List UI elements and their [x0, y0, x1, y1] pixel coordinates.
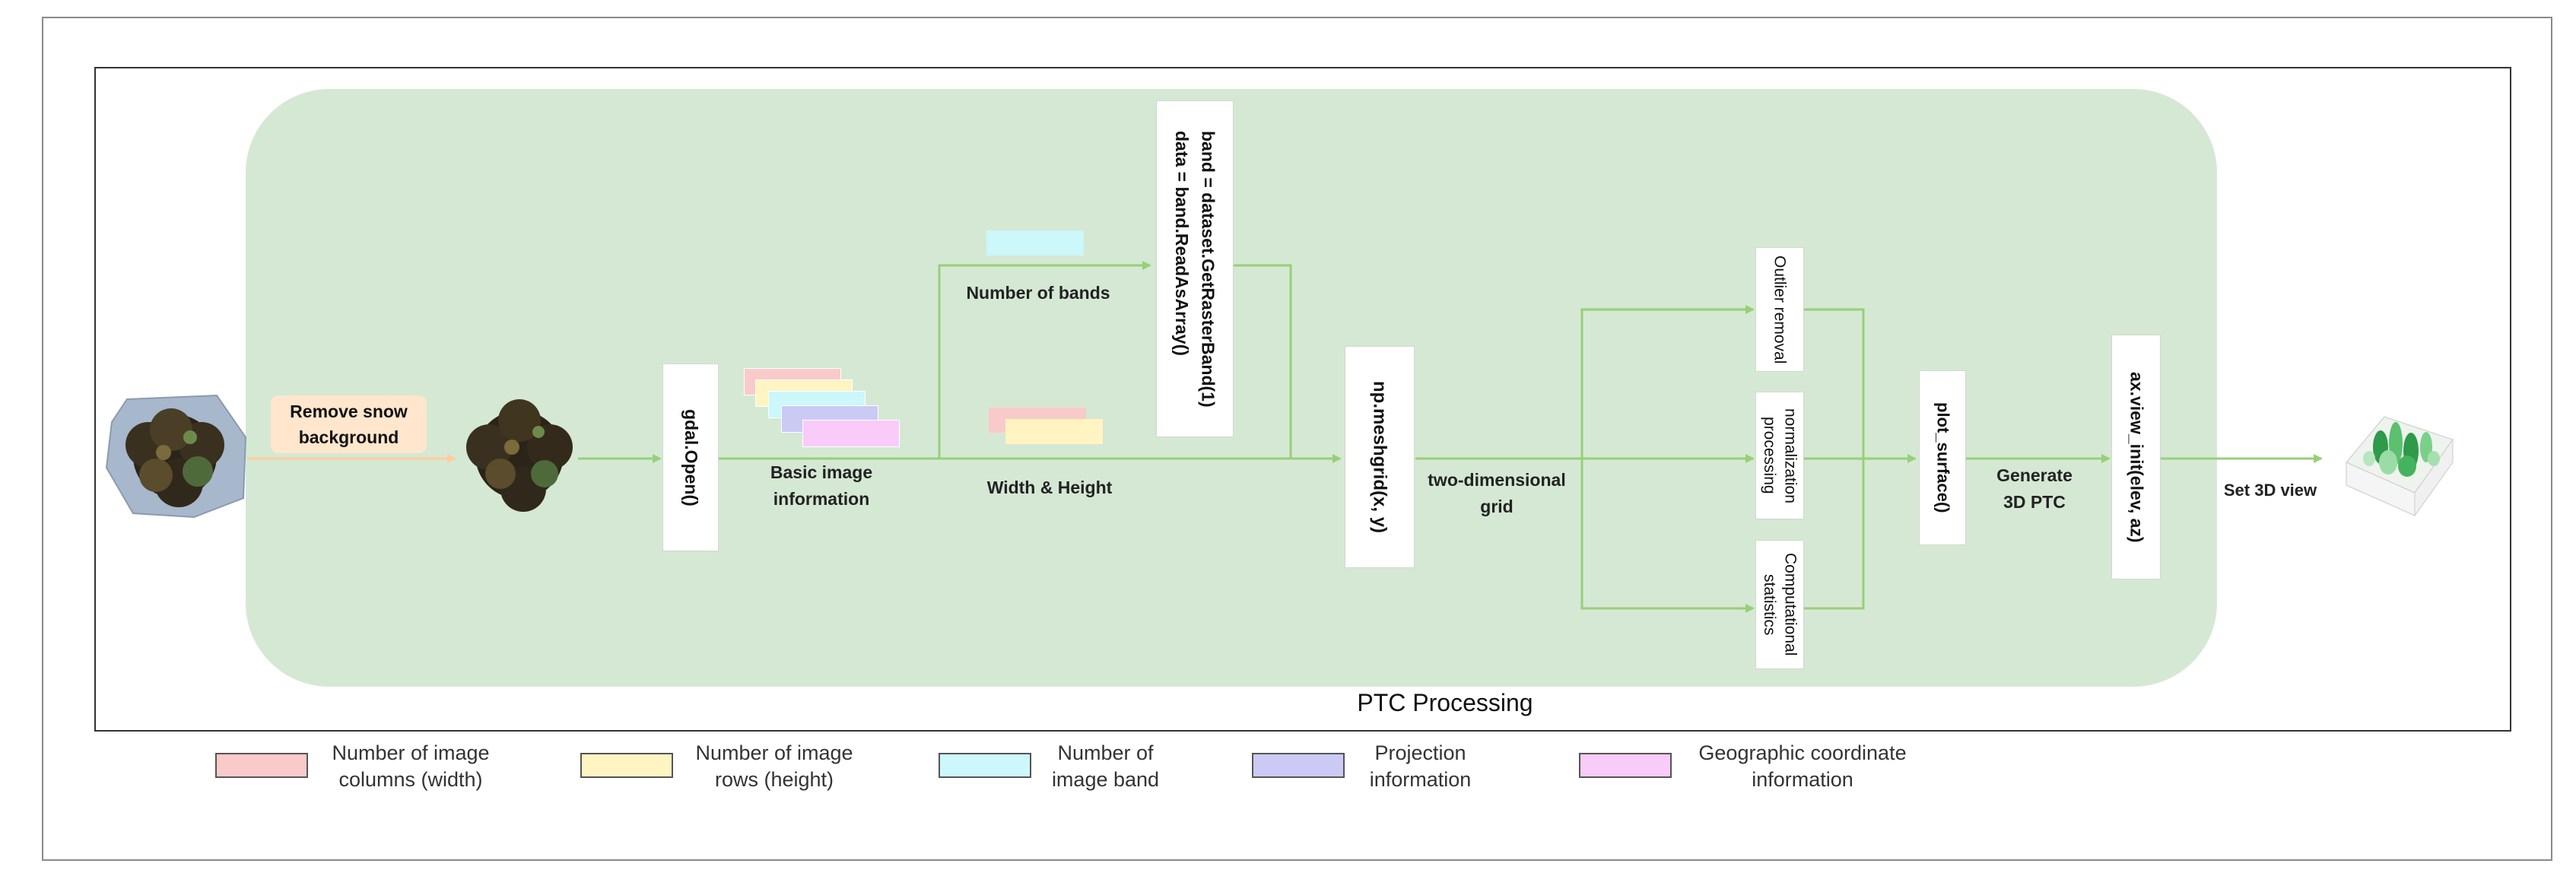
legend-swatch-projection [1252, 753, 1345, 778]
legend-label-geo: Geographic coordinate information [1698, 741, 1907, 792]
outer-frame [42, 17, 2552, 861]
view-init-box: ax.view_init(elev, az) [2111, 335, 2161, 579]
info-card-geo [802, 420, 900, 447]
gdal-open-box: gdal.Open() [662, 363, 719, 551]
generate-3d-ptc-label: Generate 3D PTC [1996, 465, 2073, 512]
num-bands-label: Number of bands [966, 283, 1110, 303]
bands-card [986, 230, 1084, 256]
panel-title: PTC Processing [1357, 689, 1533, 716]
diagram-frame [94, 67, 2511, 732]
width-height-label: Width & Height [986, 478, 1113, 497]
plot-surface-box: plot_surface() [1919, 370, 1966, 545]
gdal-open-label: gdal.Open() [681, 408, 701, 506]
legend-swatch-geo [1579, 753, 1672, 778]
outlier-removal-box: Outlier removal [1755, 247, 1804, 372]
legend-label-columns: Number of image columns (width) [332, 741, 490, 792]
tree-no-snow-image [466, 399, 573, 512]
data-code-line: data = band.ReadAsArray() [1172, 130, 1192, 356]
band-code-line: band = dataset.GetRasterBand(1) [1198, 130, 1218, 408]
two-dim-grid-label: two-dimensional grid [1428, 470, 1566, 516]
remove-snow-box: Remove snow background [271, 395, 427, 453]
legend-swatch-band [939, 753, 1031, 778]
ptc-3d-output-image [2346, 416, 2454, 517]
legend-swatch-columns [215, 753, 308, 778]
basic-info-label: Basic image information [770, 462, 873, 509]
normalization-label: normalization processing [1761, 408, 1799, 503]
view-init-label: ax.view_init(elev, az) [2127, 371, 2147, 543]
normalization-box: normalization processing [1755, 392, 1804, 519]
legend-label-projection: Projection information [1369, 741, 1472, 792]
legend-swatch-rows [580, 753, 673, 778]
height-card [1005, 419, 1103, 444]
remove-snow-label: Remove snow background [290, 401, 408, 448]
meshgrid-label: np.meshgrid(x, y) [1369, 380, 1390, 534]
legend-label-rows: Number of image rows (height) [695, 741, 853, 792]
read-band-box: band = dataset.GetRasterBand(1) data = b… [1156, 100, 1234, 437]
input-tree-image [105, 394, 247, 519]
computational-box: Computational statistics [1755, 540, 1804, 669]
outlier-label: Outlier removal [1771, 255, 1789, 364]
plot-surface-label: plot_surface() [1933, 402, 1953, 513]
legend-label-band: Number of image band [1051, 741, 1160, 792]
meshgrid-box: np.meshgrid(x, y) [1345, 346, 1415, 568]
computational-label: Computational statistics [1761, 553, 1799, 656]
set-3d-view-label: Set 3D view [2223, 481, 2317, 500]
